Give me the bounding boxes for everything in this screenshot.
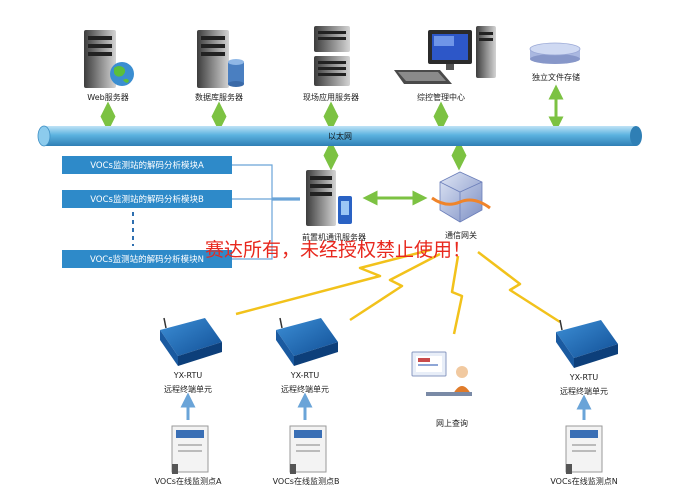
decode-module-b: VOCs监测站的解码分析模块B <box>62 190 232 208</box>
monitoring-cabinet-icon <box>565 425 603 474</box>
lightning-to-query <box>450 255 464 335</box>
module-a-link <box>232 164 300 199</box>
gateway-label: 通信网关 <box>445 230 477 240</box>
web-server-icon <box>84 30 134 88</box>
gateway-node: 通信网关 <box>431 171 491 240</box>
module-n-link <box>232 199 300 260</box>
rtu-device-icon <box>556 319 618 368</box>
front-server-label: 前置机通讯服务器 <box>302 232 366 242</box>
station-b-node: VOCs在线监测点B <box>273 425 340 486</box>
monitoring-cabinet-icon <box>171 425 209 474</box>
wireless-links <box>235 248 561 335</box>
decode-modules: VOCs监测站的解码分析模块A VOCs监测站的解码分析模块B VOCs监测站的… <box>62 156 300 268</box>
decode-module-n: VOCs监测站的解码分析模块N <box>62 250 232 268</box>
ethernet-bus: 以太网 <box>37 125 642 147</box>
web-server-node: Web服务器 <box>84 30 134 102</box>
rtu-n-model: YX-RTU <box>569 373 599 382</box>
ethernet-bus-label: 以太网 <box>328 131 352 141</box>
rtu-device-icon <box>276 317 338 366</box>
app-server-label: 现场应用服务器 <box>303 92 359 102</box>
database-server-icon <box>197 30 244 88</box>
lightning-to-rtu-a <box>235 248 431 316</box>
monitor-center-label: 综控管理中心 <box>417 92 465 102</box>
bus-connectors <box>100 84 564 206</box>
rtu-n-label: 远程终端单元 <box>560 386 608 396</box>
monitoring-cabinet-icon <box>289 425 327 474</box>
decode-module-a-label: VOCs监测站的解码分析模块A <box>90 160 204 171</box>
app-server-icon <box>314 26 350 86</box>
user-desk-icon <box>411 351 472 396</box>
gateway-cube-icon <box>431 171 491 223</box>
station-b-label: VOCs在线监测点B <box>273 476 340 486</box>
station-a-node: VOCs在线监测点A <box>155 425 222 486</box>
station-n-node: VOCs在线监测点N <box>550 425 618 486</box>
app-server-node: 现场应用服务器 <box>303 26 359 102</box>
disk-storage-icon <box>529 42 581 64</box>
decode-module-b-label: VOCs监测站的解码分析模块B <box>90 194 204 205</box>
rtu-b-model: YX-RTU <box>290 371 320 380</box>
rtu-device-icon <box>160 317 222 366</box>
file-storage-node: 独立文件存储 <box>529 42 581 82</box>
decode-module-n-label: VOCs监测站的解码分析模块N <box>90 254 204 265</box>
station-n-label: VOCs在线监测点N <box>550 476 617 486</box>
station-rtu-arrows <box>180 392 592 420</box>
watermark-text: 赛达所有，未经授权禁止使用！ <box>205 239 471 261</box>
file-storage-label: 独立文件存储 <box>532 72 580 82</box>
monitor-center-node: 综控管理中心 <box>394 26 496 102</box>
rtu-b-node: YX-RTU 远程终端单元 <box>276 317 338 394</box>
decode-module-a: VOCs监测站的解码分析模块A <box>62 156 232 174</box>
rtu-a-model: YX-RTU <box>173 371 203 380</box>
database-server-node: 数据库服务器 <box>195 30 244 102</box>
lightning-to-rtu-n <box>477 251 561 324</box>
online-query-label: 网上查询 <box>436 418 468 428</box>
front-server-icon <box>306 170 352 226</box>
workstation-icon <box>394 26 496 84</box>
station-a-label: VOCs在线监测点A <box>155 476 222 486</box>
rtu-n-node: YX-RTU 远程终端单元 <box>556 319 618 396</box>
lightning-to-rtu-b <box>349 252 441 322</box>
rtu-a-label: 远程终端单元 <box>164 384 212 394</box>
online-query-node: 网上查询 <box>411 351 472 428</box>
rtu-a-node: YX-RTU 远程终端单元 <box>160 317 222 394</box>
front-server-node: 前置机通讯服务器 <box>302 170 366 242</box>
database-server-label: 数据库服务器 <box>195 92 243 102</box>
web-server-label: Web服务器 <box>87 92 128 102</box>
rtu-b-label: 远程终端单元 <box>281 384 329 394</box>
